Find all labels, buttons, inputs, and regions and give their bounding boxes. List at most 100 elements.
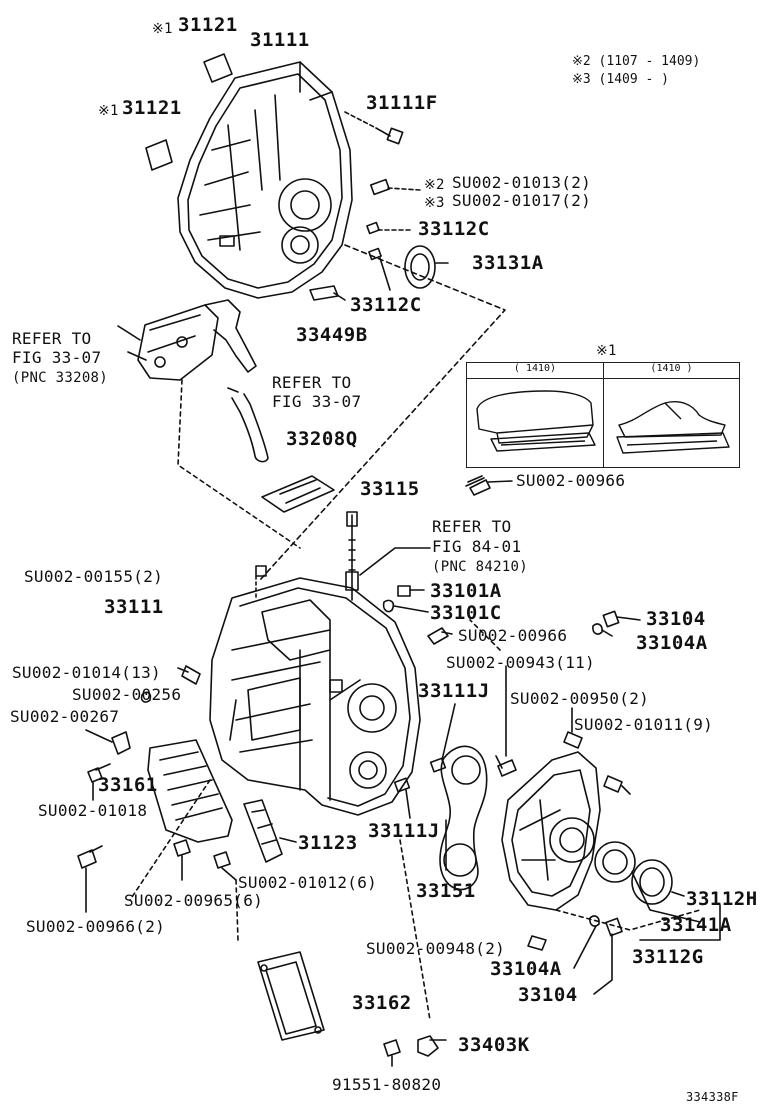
pin-33111j-a	[429, 757, 447, 773]
legend-note-3: ※3 (1409 - )	[572, 72, 669, 87]
label-33111j-a: 33111J	[418, 680, 490, 702]
clutch-housing-31111	[177, 61, 353, 299]
cover-31123	[243, 799, 297, 863]
label-33151: 33151	[416, 880, 476, 902]
label-su002-00267: SU002-00267	[10, 707, 120, 726]
label-su002-00966-a: SU002-00966	[516, 471, 626, 490]
label-33449b: 33449B	[296, 324, 368, 346]
cap-variant-old	[476, 390, 596, 452]
label-31121-top: 31121	[178, 14, 238, 36]
inset-col-before-1410: ( 1410)	[467, 363, 603, 379]
strainer-33115	[261, 475, 335, 513]
inset-drawings	[476, 390, 730, 454]
plug-33104-b	[605, 917, 623, 937]
label-33104a-b: 33104A	[490, 958, 562, 980]
label-33112h: 33112H	[686, 888, 758, 910]
refer-33208-line2: FIG 33-07	[12, 348, 102, 367]
plug-su002-00966-a	[465, 475, 491, 496]
label-su002-01018: SU002-01018	[38, 801, 148, 820]
cap-variant-new	[616, 401, 730, 454]
bolt-su002-00965	[173, 839, 191, 881]
label-33131a: 33131A	[472, 252, 544, 274]
refer-84-01-line3: (PNC 84210)	[432, 559, 529, 575]
bolt-33101a	[397, 585, 425, 597]
gasket-33104a-a	[592, 623, 603, 635]
label-31111f: 31111F	[366, 92, 438, 114]
bolt-su002-00950	[563, 731, 583, 749]
label-su002-00966-b: SU002-00966	[458, 626, 568, 645]
label-su002-01014: SU002-01014(13)	[12, 663, 161, 682]
label-su002-00943: SU002-00943(11)	[446, 653, 595, 672]
seal-33141a	[594, 841, 636, 883]
seal-33131a	[404, 245, 436, 289]
pin-su002-00155	[255, 565, 267, 577]
figure-id: 334338F	[686, 1090, 739, 1104]
label-33112c-b: 33112C	[350, 294, 422, 316]
label-33161: 33161	[98, 774, 158, 796]
refer-33208-line3: (PNC 33208)	[12, 370, 109, 386]
pin-su002-00256	[140, 691, 152, 703]
lever-assembly-33208	[117, 299, 301, 549]
label-33101a: 33101A	[430, 580, 502, 602]
pin-33112c-a	[366, 221, 380, 235]
mark-3: ※3	[424, 195, 445, 211]
refer-84-01-line1: REFER TO	[432, 517, 512, 536]
label-31123: 31123	[298, 832, 358, 854]
plug-su002-00966-b	[427, 627, 453, 645]
cover-33161	[147, 739, 233, 843]
pin-33111j-b	[393, 777, 411, 793]
label-su002-00950: SU002-00950(2)	[510, 689, 650, 708]
bolt-su002-01014	[177, 665, 201, 685]
label-33403k: 33403K	[458, 1034, 530, 1056]
refer-84-01-line2: FIG 84-01	[432, 537, 522, 556]
label-33104-a: 33104	[646, 608, 706, 630]
label-31121-b: 31121	[122, 97, 182, 119]
gasket-33162	[235, 879, 325, 1041]
label-33112c-a: 33112C	[418, 218, 490, 240]
label-33162: 33162	[352, 992, 412, 1014]
label-33141a: 33141A	[660, 914, 732, 936]
cap-31121-b	[145, 139, 173, 171]
bolt-su002-01018	[87, 763, 111, 783]
speed-sensor	[345, 511, 431, 601]
refer-33-07-line1: REFER TO	[272, 373, 352, 392]
label-33111j-b: 33111J	[368, 820, 440, 842]
transmission-case-33111	[209, 577, 421, 816]
label-31111-top: 31111	[250, 29, 310, 51]
refer-33208-line1: REFER TO	[12, 329, 92, 348]
label-33111-mid: 33111	[104, 596, 164, 618]
bolt-su002-00943	[495, 755, 517, 777]
bolt-91551-80820	[383, 1039, 401, 1067]
bracket-su002-00267	[111, 731, 131, 755]
label-su002-00948: SU002-00948(2)	[366, 939, 506, 958]
mark-2: ※2	[424, 177, 445, 193]
plug-su002-00966-c	[77, 845, 103, 869]
plug-33104-a	[602, 610, 620, 628]
gasket-33104a-b	[589, 915, 600, 927]
label-33104a-a: 33104A	[636, 632, 708, 654]
inset-col-after-1410: (1410 )	[604, 363, 739, 379]
extension-housing	[501, 751, 701, 931]
label-33112g: 33112G	[632, 946, 704, 968]
bolt-su002-01011	[603, 775, 631, 795]
label-33104-b: 33104	[518, 984, 578, 1006]
label-su002-01013: SU002-01013(2)	[452, 173, 592, 192]
label-su002-00966-c: SU002-00966(2)	[26, 917, 166, 936]
label-91551-80820: 91551-80820	[332, 1075, 442, 1094]
pin-su002-01013	[369, 178, 391, 196]
label-su002-00256: SU002-00256	[72, 685, 182, 704]
label-su002-00965: SU002-00965(6)	[124, 891, 264, 910]
mark-1-b: ※1	[98, 103, 119, 119]
seal-33112h	[631, 859, 673, 905]
label-33208q: 33208Q	[286, 428, 358, 450]
label-su002-01017: SU002-01017(2)	[452, 191, 592, 210]
label-su002-01011: SU002-01011(9)	[574, 715, 714, 734]
inset-divider	[603, 363, 604, 467]
gasket-33151	[439, 745, 488, 891]
bolt-31111f	[344, 111, 404, 145]
legend-note-2: ※2 (1107 - 1409)	[572, 54, 701, 69]
label-33115: 33115	[360, 478, 420, 500]
cap-31121-a	[203, 53, 233, 83]
washer-33101c	[382, 599, 395, 613]
